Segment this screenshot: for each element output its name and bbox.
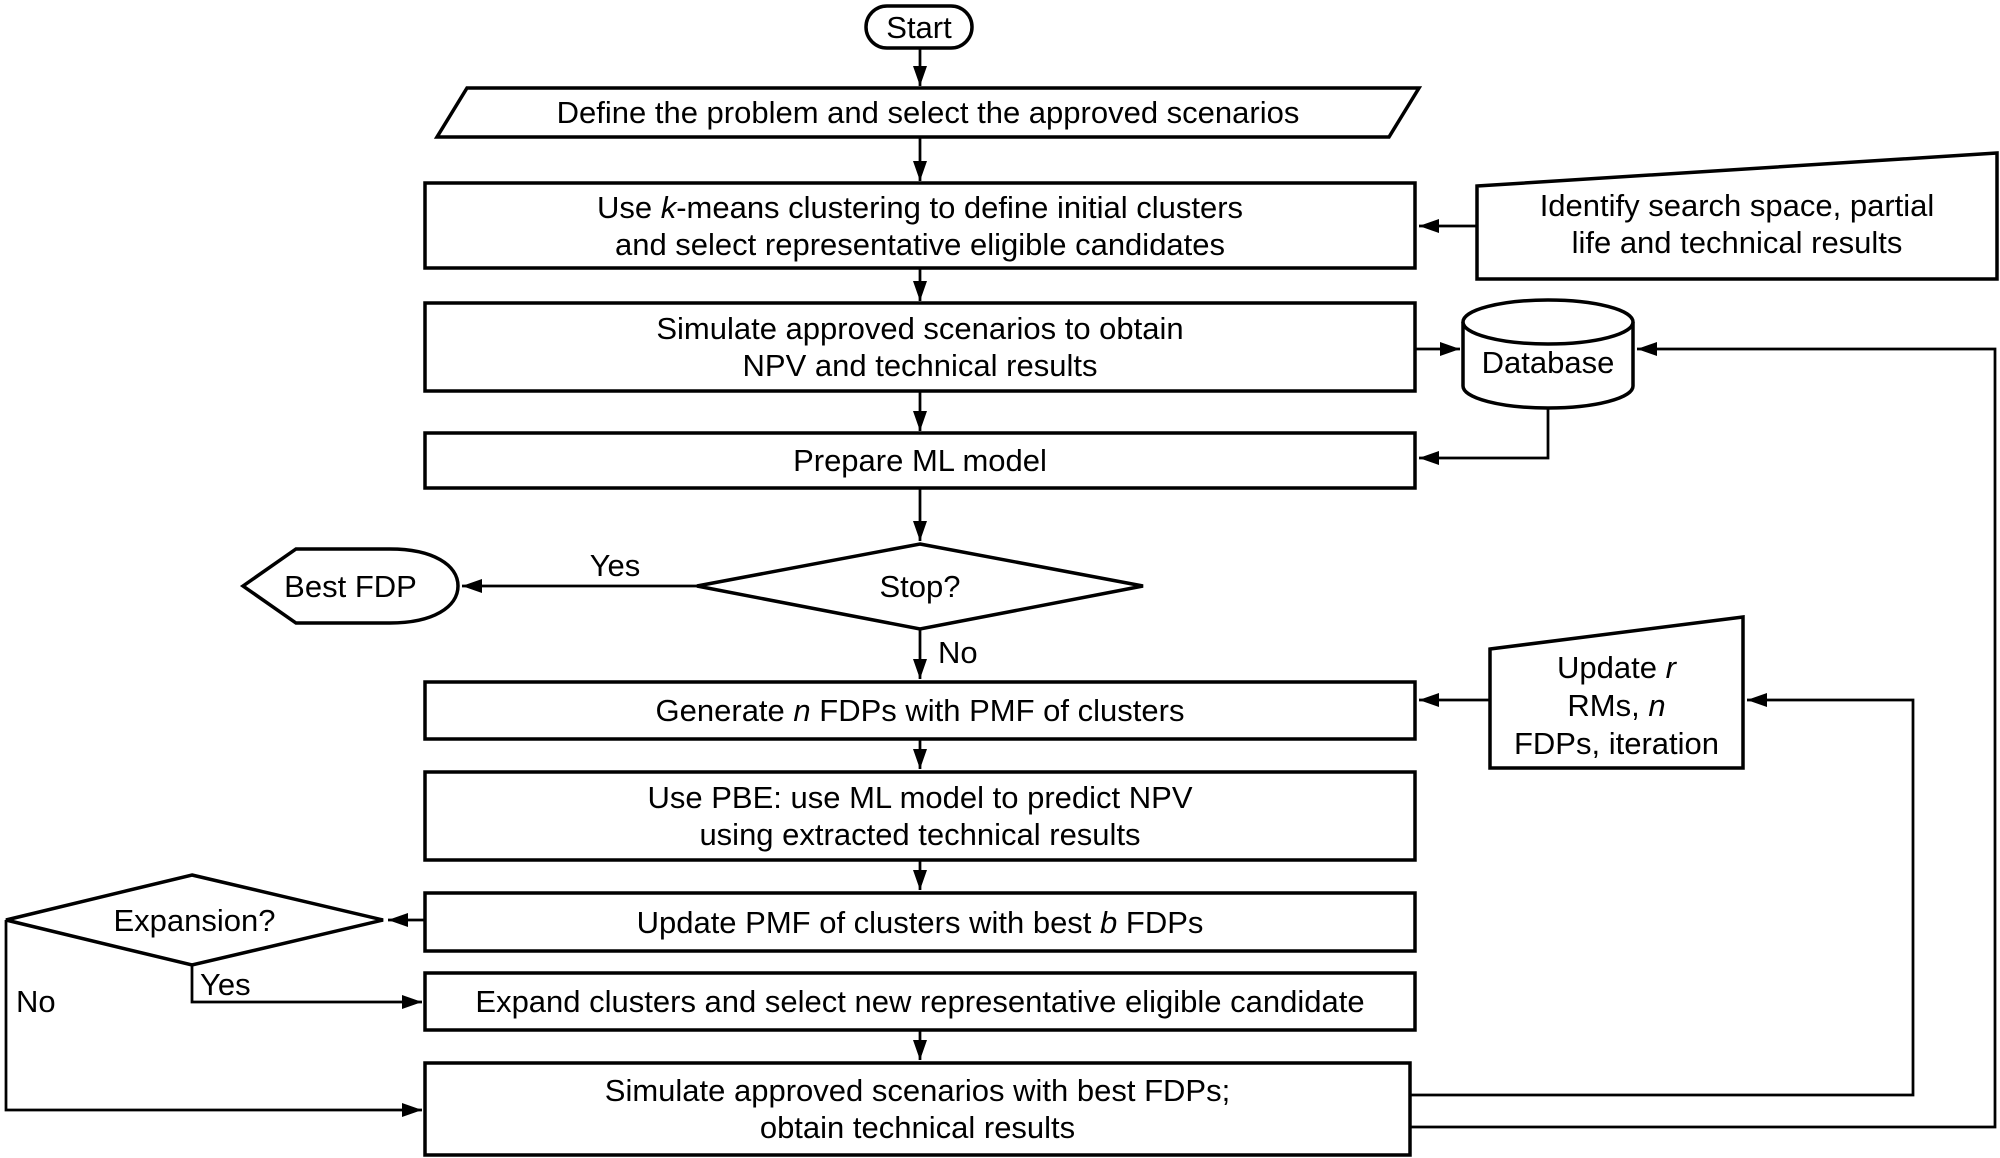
generate-fdps-label: Generate n FDPs with PMF of clusters bbox=[425, 682, 1415, 739]
edge-expansion-no-to-simulatebest bbox=[4, 920, 422, 1117]
use-pbe-process-shape bbox=[423, 770, 1417, 862]
stop-yes-label: Yes bbox=[589, 548, 641, 583]
bestfdp-display-shape bbox=[239, 547, 460, 625]
generate-fdps-process-shape bbox=[423, 680, 1417, 741]
identify-search-label: Identify search space, partial life and … bbox=[1477, 176, 1997, 272]
simulate-best-process-shape bbox=[423, 1061, 1412, 1157]
prepare-ml-label: Prepare ML model bbox=[793, 443, 1047, 478]
expand-clusters-label: Expand clusters and select new represent… bbox=[475, 984, 1365, 1019]
edge-loop-simulatebest-to-update bbox=[1410, 693, 1915, 1097]
update-pmf-process-shape bbox=[423, 891, 1417, 953]
kmeans-process-shape bbox=[423, 181, 1417, 270]
edge-expansion-yes-to-expand bbox=[190, 965, 422, 1009]
start-terminator-shape bbox=[864, 4, 974, 50]
use-pbe-label-line1: Use PBE: use ML model to predict NPV bbox=[647, 780, 1193, 815]
prepare-ml-process-shape bbox=[423, 431, 1417, 490]
simulate-scenarios-label-line1: Simulate approved scenarios to obtain bbox=[656, 311, 1184, 346]
simulate-best-label: Simulate approved scenarios with best FD… bbox=[425, 1063, 1410, 1155]
database-cylinder-top bbox=[1461, 298, 1635, 346]
identify-search-card-shape bbox=[1475, 151, 1999, 281]
simulate-best-label-line2: obtain technical results bbox=[759, 1110, 1076, 1145]
use-pbe-label: Use PBE: use ML model to predict NPV usi… bbox=[425, 772, 1415, 860]
identify-search-label-line2: life and technical results bbox=[1571, 225, 1903, 260]
stop-no-label: No bbox=[938, 635, 978, 670]
kmeans-label-line1: Use k-means clustering to define initial… bbox=[596, 189, 1244, 225]
use-pbe-label-line2: using extracted technical results bbox=[699, 817, 1141, 852]
define-problem-label: Define the problem and select the approv… bbox=[556, 95, 1300, 130]
update-pmf-label-line1: Update PMF of clusters with best b FDPs bbox=[636, 904, 1204, 940]
expansion-label: Expansion? bbox=[113, 902, 276, 938]
edge-database-to-prepare bbox=[1419, 408, 1550, 465]
expand-clusters-process-shape bbox=[423, 971, 1417, 1032]
simulate-scenarios-label-line2: NPV and technical results bbox=[742, 348, 1098, 383]
expansion-no-label: No bbox=[16, 984, 56, 1019]
expansion-yes-label: Yes bbox=[200, 967, 251, 1002]
generate-fdps-label-line1: Generate n FDPs with PMF of clusters bbox=[655, 693, 1185, 728]
database-cylinder-body bbox=[1461, 322, 1635, 410]
kmeans-label-line2: and select representative eligible candi… bbox=[614, 226, 1226, 262]
expansion-decision-diamond bbox=[5, 873, 384, 967]
database-label: Database bbox=[1481, 344, 1615, 380]
kmeans-label: Use k-means clustering to define initial… bbox=[425, 183, 1415, 268]
simulate-scenarios-process-shape bbox=[423, 301, 1417, 393]
edge-loop-simulatebest-to-database bbox=[1410, 342, 1997, 1129]
update-params-card-shape bbox=[1488, 615, 1745, 770]
start-label: Start bbox=[886, 9, 952, 45]
simulate-best-label-line1: Simulate approved scenarios with best FD… bbox=[604, 1073, 1231, 1108]
update-params-label-line3: FDPs, iteration bbox=[1513, 726, 1719, 761]
update-params-label-line2: RMs, n bbox=[1567, 688, 1666, 723]
bestfdp-label: Best FDP bbox=[284, 568, 417, 604]
stop-label: Stop? bbox=[879, 569, 961, 604]
update-pmf-label: Update PMF of clusters with best b FDPs bbox=[425, 893, 1415, 951]
simulate-scenarios-label: Simulate approved scenarios to obtain NP… bbox=[425, 303, 1415, 391]
define-problem-parallelogram-shape bbox=[433, 86, 1423, 139]
identify-search-label-line1: Identify search space, partial bbox=[1539, 188, 1935, 223]
stop-decision-diamond bbox=[696, 542, 1144, 631]
update-params-label-line1: Update r bbox=[1557, 650, 1676, 685]
update-params-label: Update r RMs, n FDPs, iteration bbox=[1490, 644, 1743, 768]
